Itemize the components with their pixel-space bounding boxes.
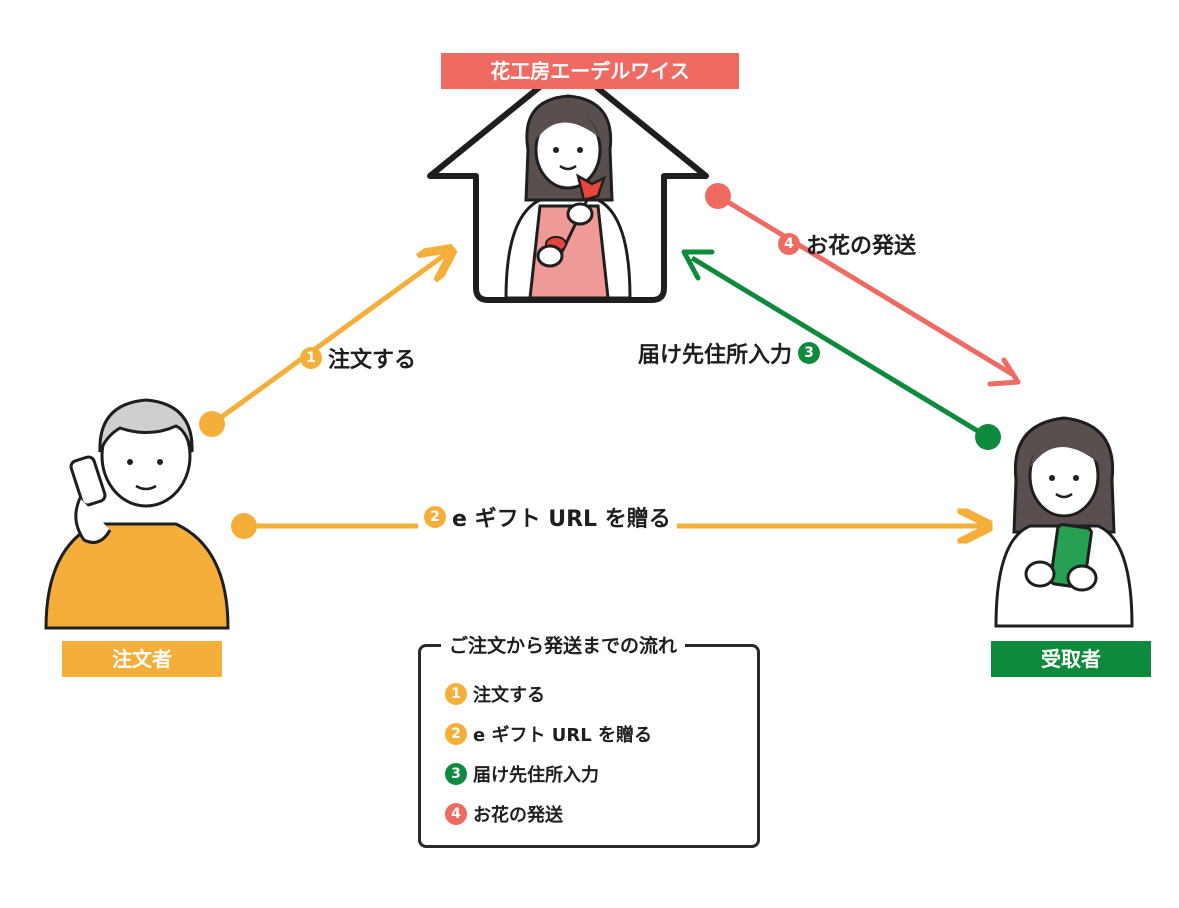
legend-item-2: 2 e ギフト URL を贈る: [445, 721, 652, 747]
legend-text-3: 届け先住所入力: [473, 765, 599, 786]
legend-item-3: 3 届け先住所入力: [445, 761, 599, 787]
legend-text-2: e ギフト URL を贈る: [473, 725, 652, 746]
legend-badge-1: 1: [445, 683, 467, 705]
step-1-label: 1 注文する: [300, 342, 416, 374]
step-4-label: 4 お花の発送: [778, 228, 916, 260]
legend-item-4: 4 お花の発送: [445, 801, 563, 827]
legend-text-1: 注文する: [473, 685, 545, 706]
step-3-text: 届け先住所入力: [638, 343, 793, 368]
step-2-label: 2 e ギフト URL を贈る: [418, 501, 677, 533]
shop-name: 花工房エーデルワイス: [490, 59, 690, 83]
florist-illustration: [504, 94, 632, 300]
step-2-badge: 2: [424, 506, 446, 528]
legend-badge-4: 4: [445, 803, 467, 825]
step-4-text: お花の発送: [806, 234, 917, 259]
orderer-tag: 注文者: [62, 641, 222, 677]
receiver-label: 受取者: [1041, 647, 1101, 671]
legend-badge-3: 3: [445, 763, 467, 785]
arrow-step-3: [681, 249, 1001, 450]
legend-badge-2: 2: [445, 723, 467, 745]
legend-text-4: お花の発送: [473, 805, 563, 826]
step-1-badge: 1: [300, 347, 322, 369]
orderer-label: 注文者: [112, 647, 172, 671]
step-1-text: 注文する: [328, 348, 417, 373]
arrow-step-4: [705, 183, 1021, 387]
receiver-tag: 受取者: [991, 641, 1151, 677]
arrow-step-1: [199, 254, 446, 437]
orderer-illustration: [44, 398, 230, 630]
receiver-illustration: [994, 416, 1134, 628]
step-3-badge: 3: [798, 342, 821, 364]
step-2-text: e ギフト URL を贈る: [452, 507, 671, 532]
legend-item-1: 1 注文する: [445, 681, 545, 707]
shop-name-tag: 花工房エーデルワイス: [441, 53, 739, 89]
legend-title: ご注文から発送までの流れ: [441, 631, 686, 658]
flow-legend: ご注文から発送までの流れ 1 注文する 2 e ギフト URL を贈る 3 届け先住所…: [418, 631, 760, 848]
step-4-badge: 4: [778, 233, 800, 255]
